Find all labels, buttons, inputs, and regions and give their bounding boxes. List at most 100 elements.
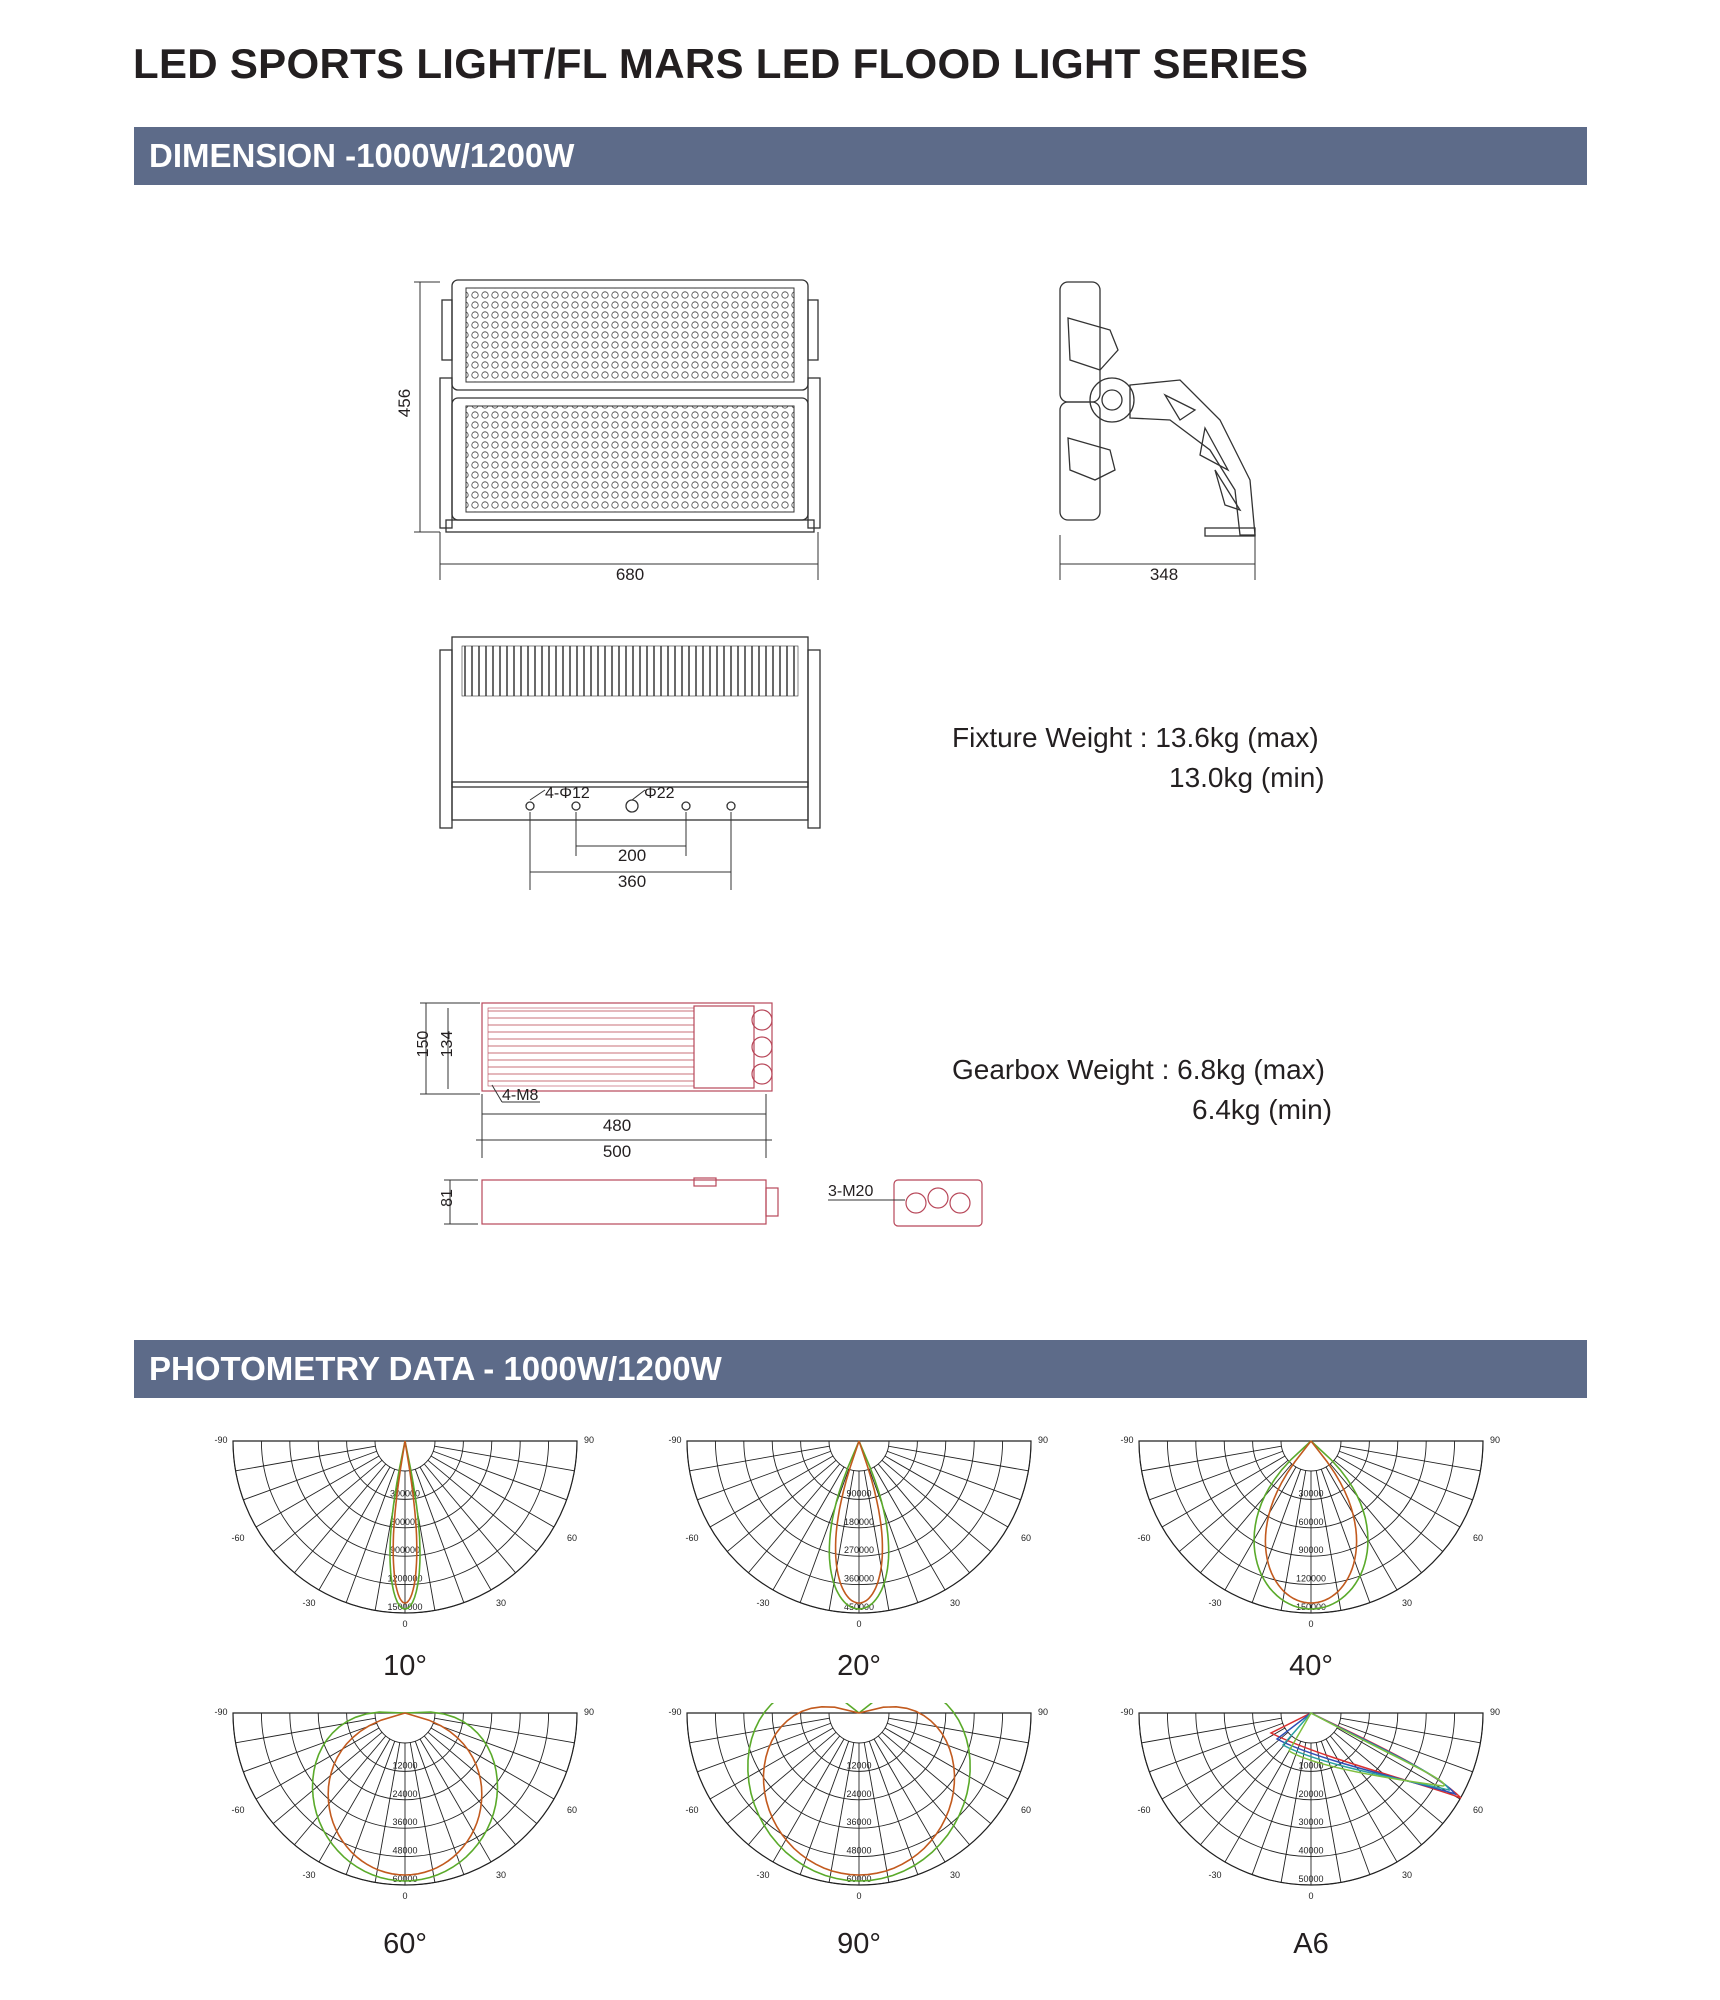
polar-spoke xyxy=(1315,1742,1342,1883)
polar-spoke xyxy=(877,1463,970,1574)
polar-angle-label: -60 xyxy=(1137,1533,1150,1543)
polar-angle-label: 0 xyxy=(402,1891,407,1901)
polar-spoke xyxy=(697,1450,831,1501)
polar-ring-label: 36000 xyxy=(392,1817,417,1827)
polar-angle-label: 30 xyxy=(950,1870,960,1880)
polar-angle-label: 90 xyxy=(1038,1435,1048,1445)
polar-beam-curve xyxy=(762,1705,956,1876)
fixture-weight-block: Fixture Weight : 13.6kg (max) 13.0kg (mi… xyxy=(952,718,1325,798)
polar-spoke xyxy=(726,1731,837,1824)
polar-caption: 10° xyxy=(383,1650,427,1682)
polar-spoke xyxy=(1336,1455,1461,1528)
polar-caption: 60° xyxy=(383,1928,427,1960)
dimension-section-header: DIMENSION -1000W/1200W xyxy=(134,127,1587,185)
polar-angle-label: -60 xyxy=(1137,1805,1150,1815)
polar-angle-label: 90 xyxy=(584,1707,594,1717)
polar-spoke xyxy=(1325,1466,1398,1591)
polar-spoke xyxy=(1329,1735,1422,1846)
polar-ring-label: 450000 xyxy=(844,1602,874,1612)
polar-spoke xyxy=(1340,1717,1481,1744)
polar-angle-label: -90 xyxy=(214,1435,227,1445)
dim-cable-label: Φ22 xyxy=(644,785,675,802)
polar-spoke xyxy=(409,1742,436,1883)
polar-spoke xyxy=(726,1459,837,1552)
page-title: LED SPORTS LIGHT/FL MARS LED FLOOD LIGHT… xyxy=(133,40,1309,87)
polar-angle-label: 60 xyxy=(1473,1805,1483,1815)
polar-angle-label: -90 xyxy=(1120,1435,1133,1445)
polar-spoke xyxy=(868,1469,919,1603)
polar-beam-curve xyxy=(1253,1440,1369,1610)
polar-spoke xyxy=(888,1717,1029,1744)
polar-angle-label: 30 xyxy=(1402,1598,1412,1608)
polar-spoke xyxy=(828,1470,855,1611)
polar-spoke xyxy=(414,1469,465,1603)
polar-spoke xyxy=(1149,1722,1283,1773)
photometry-section-header: PHOTOMETRY DATA - 1000W/1200W xyxy=(134,1340,1587,1398)
polar-spoke xyxy=(1340,1445,1481,1472)
polar-spoke xyxy=(748,1463,841,1574)
polar-spoke xyxy=(1315,1470,1342,1611)
polar-ring-label: 24000 xyxy=(846,1789,871,1799)
polar-ring-label: 60000 xyxy=(392,1874,417,1884)
polar-ring-label: 150000 xyxy=(1296,1602,1326,1612)
polar-spoke xyxy=(1141,1445,1282,1472)
polar-beam-curve xyxy=(828,1440,890,1610)
polar-angle-label: -60 xyxy=(685,1805,698,1815)
polar-spoke xyxy=(709,1727,834,1800)
polar-spoke xyxy=(1178,1459,1289,1552)
polar-spoke xyxy=(255,1455,380,1528)
polar-ring-label: 60000 xyxy=(846,1874,871,1884)
gearbox-weight-label: Gearbox Weight : xyxy=(952,1054,1170,1085)
polar-spoke xyxy=(430,1455,555,1528)
gearbox-end-view xyxy=(893,1179,983,1227)
dim-gearbox-length-inner: 480 xyxy=(603,1116,631,1135)
polar-ring-label: 1500000 xyxy=(387,1602,422,1612)
polar-spoke xyxy=(419,1466,492,1591)
polar-spoke xyxy=(414,1741,465,1875)
polar-spoke xyxy=(318,1466,391,1591)
polar-angle-label: 90 xyxy=(1490,1707,1500,1717)
polar-spoke xyxy=(799,1469,850,1603)
polar-angle-label: -90 xyxy=(1120,1707,1133,1717)
polar-angle-label: -60 xyxy=(231,1533,244,1543)
polar-beam-curve xyxy=(834,1440,884,1604)
gearbox-top-view xyxy=(481,1002,773,1092)
polar-spoke xyxy=(430,1727,555,1800)
polar-spoke xyxy=(881,1459,992,1552)
polar-angle-label: 60 xyxy=(1473,1533,1483,1543)
dim-gearbox-height-outer: 150 xyxy=(415,1031,432,1058)
polar-angle-label: 0 xyxy=(856,1891,861,1901)
polar-spoke xyxy=(345,1741,396,1875)
polar-spoke xyxy=(689,1445,830,1472)
dim-gearbox-thickness: 81 xyxy=(439,1189,456,1207)
polar-spoke xyxy=(433,1450,567,1501)
polar-angle-label: 60 xyxy=(567,1533,577,1543)
polar-spoke xyxy=(799,1741,850,1875)
polar-spoke xyxy=(772,1738,845,1863)
polar-spoke xyxy=(1320,1741,1371,1875)
dim-hole-inner: 200 xyxy=(618,846,646,865)
polar-caption: 40° xyxy=(1289,1650,1333,1682)
dim-gland-label: 3-M20 xyxy=(828,1183,873,1200)
polar-angle-label: 30 xyxy=(496,1870,506,1880)
gearbox-weight-block: Gearbox Weight : 6.8kg (max) 6.4kg (min) xyxy=(952,1050,1332,1130)
polar-spoke xyxy=(881,1731,992,1824)
polar-spoke xyxy=(235,1445,376,1472)
polar-spoke xyxy=(1161,1455,1286,1528)
polar-ring-label: 48000 xyxy=(392,1846,417,1856)
polar-spoke xyxy=(888,1445,1029,1472)
gearbox-weight-max: 6.8kg (max) xyxy=(1177,1054,1325,1085)
polar-ring-label: 10000 xyxy=(1298,1760,1323,1770)
polar-ring-label: 48000 xyxy=(846,1846,871,1856)
polar-spoke xyxy=(345,1469,396,1603)
dim-gearbox-length-outer: 500 xyxy=(603,1142,631,1161)
gearbox-side-view xyxy=(481,1177,779,1225)
polar-spoke xyxy=(863,1742,890,1883)
polar-ring xyxy=(828,1712,890,1744)
